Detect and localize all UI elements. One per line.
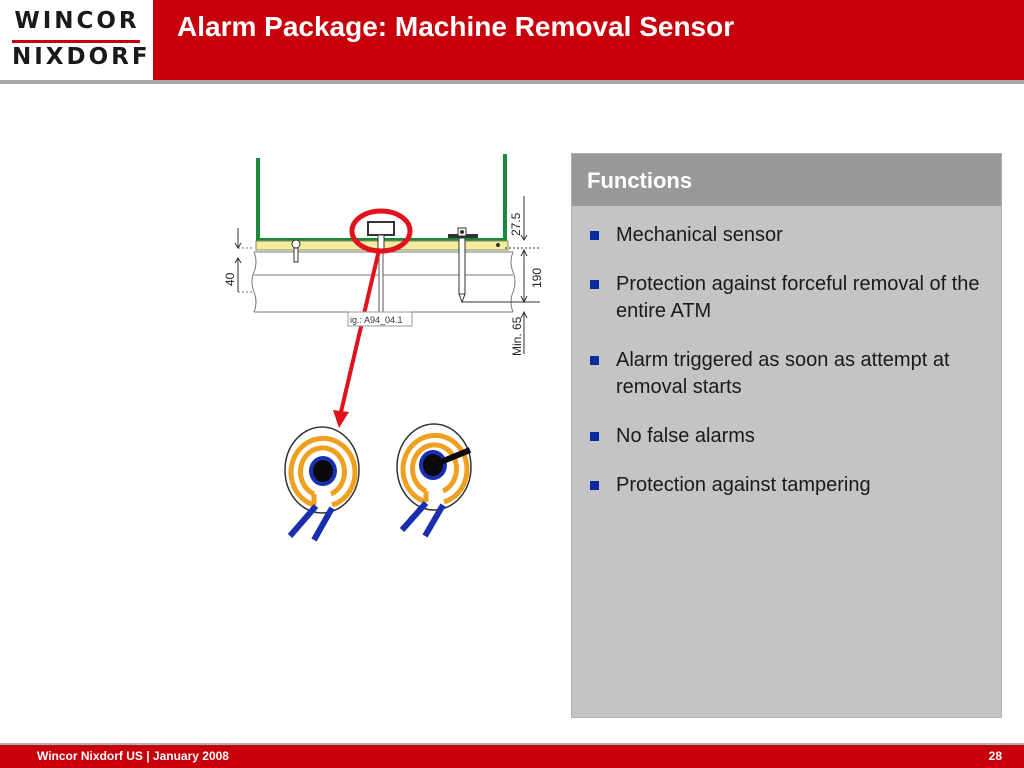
highlight-circle [349,208,413,254]
function-item-alarm-triggered: Alarm triggered as soon as attempt at re… [586,347,988,401]
square-bullet-icon [590,432,599,441]
title-bar: Alarm Package: Machine Removal Sensor [153,0,1024,80]
sensor-closeup-triggered [396,423,472,538]
functions-panel: Functions Mechanical sensor Protection a… [571,153,1002,718]
slide-footer: Wincor Nixdorf US | January 2008 28 [0,745,1024,768]
dimension-right [462,196,540,354]
footer-divider [0,743,1024,745]
functions-panel-header: Functions [572,154,1001,206]
slide-title: Alarm Package: Machine Removal Sensor [177,11,735,42]
figure-label-box [347,311,413,327]
square-bullet-icon [590,231,599,240]
logo-line-1: WINCOR [14,8,140,34]
mounting-bolt-left [291,239,301,263]
square-bullet-icon [590,356,599,365]
function-item-text: Mechanical sensor [616,224,783,246]
function-item-no-false-alarms: No false alarms [586,423,988,450]
footer-text: Wincor Nixdorf US | January 2008 [37,749,229,763]
callout-arrow [333,249,381,428]
logo-line-2: NIXDORF [12,44,151,70]
anchor-bolt [448,227,500,304]
figure-label: ig.: A94_04.1 [350,315,403,325]
function-item-tampering: Protection against tampering [586,472,988,499]
dimension-top-label: 27.5 [509,212,523,236]
removal-sensor [367,221,395,322]
dimension-left-label: 40 [223,272,237,286]
square-bullet-icon [590,280,599,289]
sensor-closeup-closed [284,426,360,542]
functions-list: Mechanical sensor Protection against for… [586,222,988,521]
logo-divider [12,40,140,43]
dimension-right-label: 190 [530,268,544,288]
function-item-text: No false alarms [616,425,755,447]
functions-heading: Functions [587,168,693,193]
header-divider [0,80,1024,84]
page-number: 28 [988,749,1002,763]
function-item-text: Protection against tampering [616,474,871,496]
function-item-forceful-removal: Protection against forceful removal of t… [586,271,988,325]
function-item-text: Protection against forceful removal of t… [616,273,980,322]
slide-header: WINCOR NIXDORF Alarm Package: Machine Re… [0,0,1024,84]
square-bullet-icon [590,481,599,490]
company-logo: WINCOR NIXDORF [0,0,152,80]
function-item-mechanical-sensor: Mechanical sensor [586,222,988,249]
dimension-min-label: Min. 65 [510,316,524,356]
dimension-left [234,228,242,292]
function-item-text: Alarm triggered as soon as attempt at re… [616,349,950,398]
